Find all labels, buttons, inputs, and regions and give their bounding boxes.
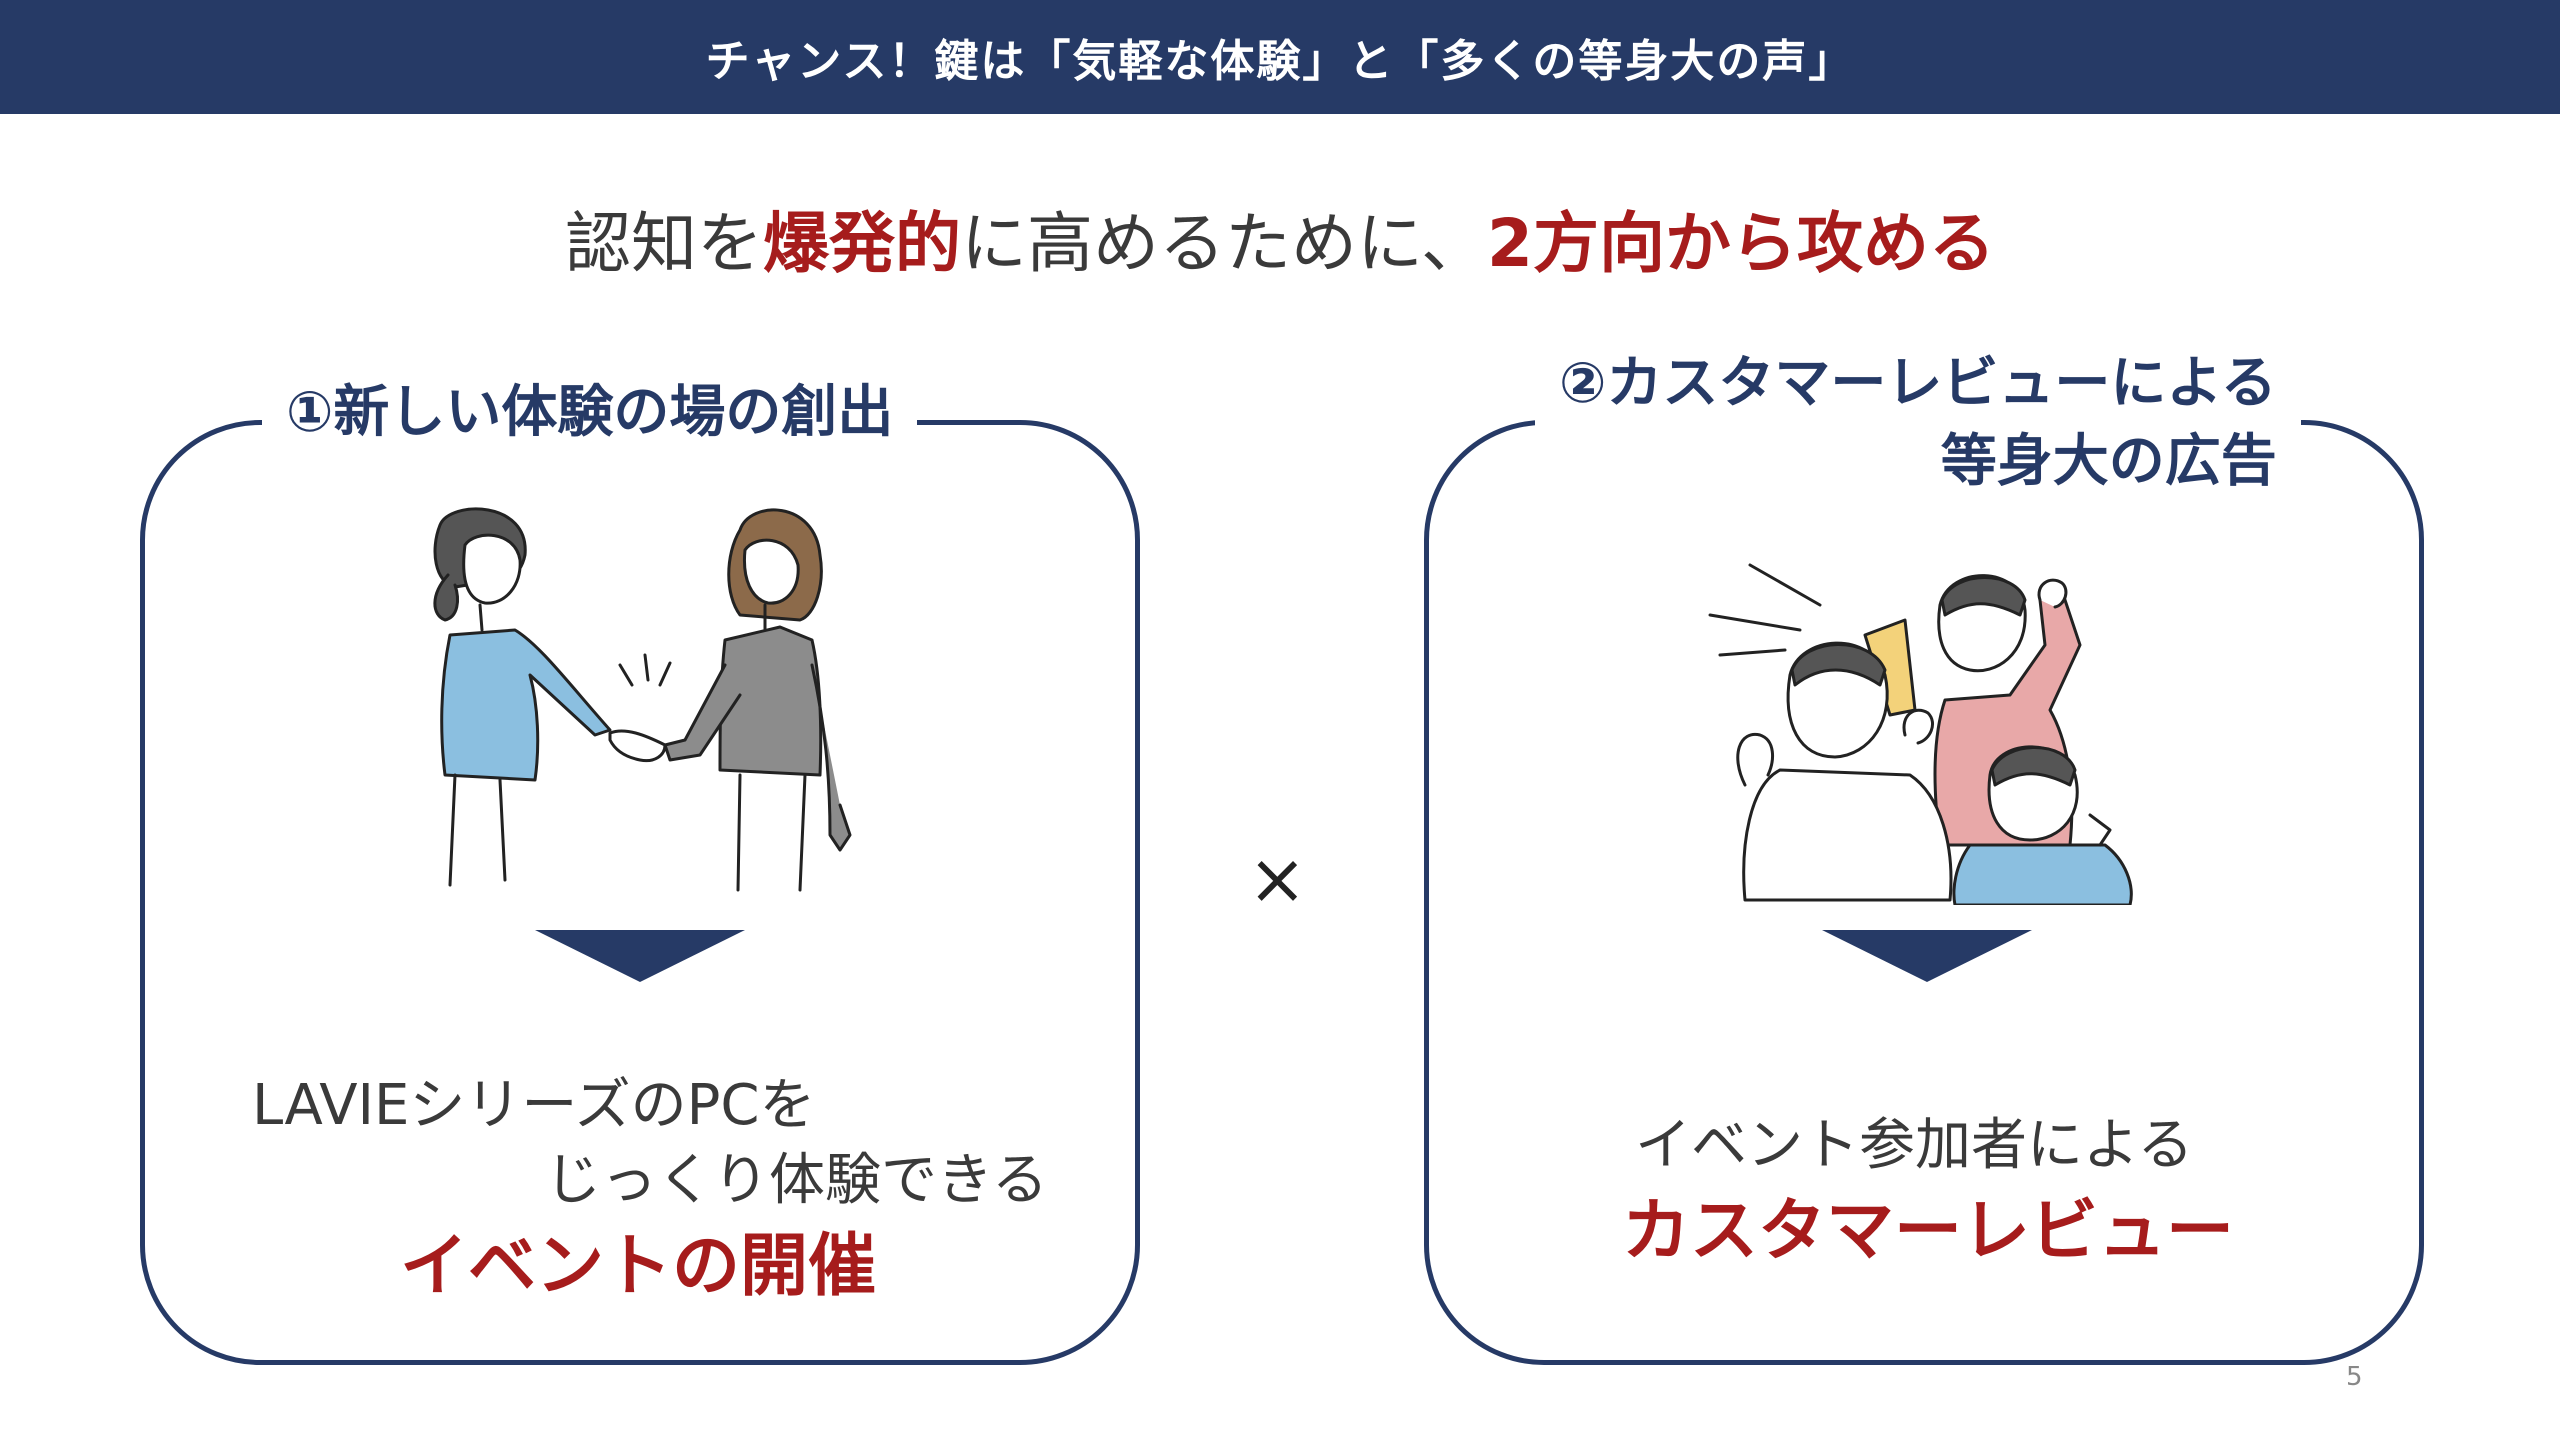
lead-part-3: に高めるために、 bbox=[961, 205, 1488, 282]
right-emphasis: カスタマーレビュー bbox=[1622, 1192, 2235, 1271]
left-description-line-1: LAVIEシリーズのPCを bbox=[252, 1073, 816, 1138]
left-panel-title-text: ①新しい体験の場の創出 bbox=[286, 380, 894, 445]
left-panel bbox=[140, 420, 1140, 1365]
header-bar: チャンス！鍵は「気軽な体験」と「多くの等身大の声」 bbox=[0, 0, 2560, 114]
right-description-line-1: イベント参加者による bbox=[1635, 1113, 2194, 1178]
cheering-group-illustration bbox=[1708, 563, 2133, 905]
right-panel-title-line-1: ②カスタマーレビューによる bbox=[1559, 351, 2277, 416]
handshake-illustration bbox=[433, 507, 852, 892]
page-number: 5 bbox=[2346, 1362, 2363, 1392]
right-panel-title-line-2: 等身大の広告 bbox=[1940, 429, 2277, 494]
lead-part-1: 認知を bbox=[565, 205, 764, 282]
slide-title: チャンス！鍵は「気軽な体験」と「多くの等身大の声」 bbox=[705, 36, 1855, 87]
left-emphasis: イベントの開催 bbox=[400, 1227, 877, 1306]
down-arrow-right-icon bbox=[1822, 930, 2032, 982]
left-description-line-2: じっくり体験できる bbox=[545, 1148, 1048, 1213]
right-panel-title: ②カスタマーレビューによる 等身大の広告 bbox=[1535, 345, 2301, 501]
down-arrow-left-icon bbox=[535, 930, 745, 982]
lead-part-2: 爆発的 bbox=[763, 205, 962, 282]
left-panel-title: ①新しい体験の場の創出 bbox=[262, 374, 918, 452]
lead-part-4: 2方向から攻める bbox=[1487, 205, 1995, 282]
times-symbol: × bbox=[1248, 838, 1307, 920]
lead-statement: 認知を爆発的に高めるために、2方向から攻める bbox=[0, 190, 2560, 286]
